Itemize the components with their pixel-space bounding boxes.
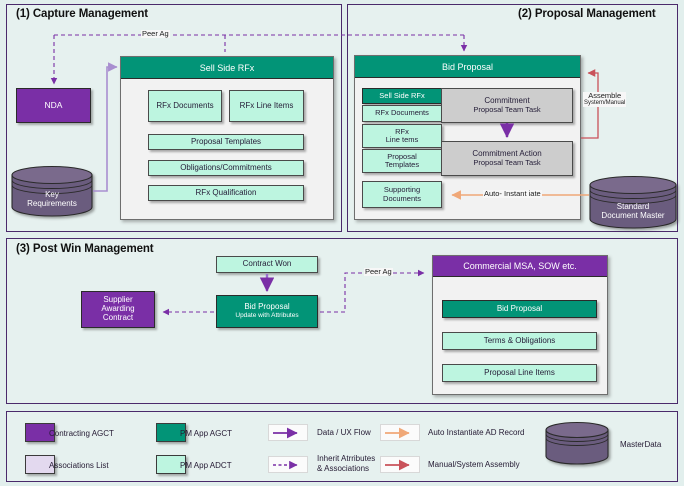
node-contract-won[interactable]: Contract Won bbox=[216, 256, 318, 273]
cylinder-standard-document-master[interactable]: Standard Document Master bbox=[589, 175, 677, 229]
edge-label-assemble-main: Assemble bbox=[588, 91, 622, 100]
legend-swatch-pm-app-adct bbox=[156, 455, 186, 474]
node-terms-obligations-label: Terms & Obligations bbox=[483, 335, 556, 345]
node-obligations-commitments[interactable]: Obligations/Commitments bbox=[148, 160, 304, 176]
node-commitment-action-task-line1: Commitment Action bbox=[472, 148, 542, 158]
legend-cylinder-masterdata-shape bbox=[545, 421, 609, 465]
card-bid-proposal-title: Bid Proposal bbox=[441, 61, 494, 72]
panel-post-win-management-title: (3) Post Win Management bbox=[16, 243, 154, 255]
node-rfx-line-items-2-label2: Line tems bbox=[385, 135, 419, 144]
legend-cylinder-masterdata bbox=[545, 421, 609, 465]
node-bid-proposal-update-line1: Bid Proposal bbox=[244, 302, 290, 312]
card-commercial-msa-header: Commercial MSA, SOW etc. bbox=[433, 256, 607, 277]
panel-proposal-management-title: (2) Proposal Management bbox=[518, 8, 656, 20]
node-supporting-documents[interactable]: Supporting Documents bbox=[362, 181, 442, 208]
node-rfx-qualification-label: RFx Qualification bbox=[195, 187, 257, 197]
edge-label-peer-ag-postwin: Peer Ag bbox=[364, 267, 393, 277]
node-supporting-documents-label2: Documents bbox=[383, 193, 421, 203]
card-bid-proposal-header: Bid Proposal bbox=[355, 56, 580, 78]
node-rfx-line-items-2-label1: RFx bbox=[395, 126, 409, 136]
node-rfx-line-items-2[interactable]: RFx Line tems bbox=[362, 124, 442, 148]
node-supplier-line1: Supplier bbox=[103, 295, 133, 305]
node-proposal-templates[interactable]: Proposal Templates bbox=[148, 134, 304, 150]
node-bid-proposal-update[interactable]: Bid Proposal Update with Attributes bbox=[216, 295, 318, 328]
edge-label-assemble: Assemble System/Manual bbox=[583, 91, 627, 107]
card-sell-side-rfx-header: Sell Side RFx bbox=[121, 57, 333, 79]
node-rfx-qualification[interactable]: RFx Qualification bbox=[148, 185, 304, 201]
node-sell-side-rfx-ref-label: Sell Side RFx bbox=[379, 90, 425, 100]
node-supplier-awarding-contract[interactable]: Supplier Awarding Contract bbox=[81, 291, 155, 328]
node-commitment-task-line1: Commitment bbox=[484, 95, 530, 105]
cylinder-key-requirements-shape bbox=[11, 165, 93, 217]
legend-label-inherit-attributes-line2: & Associations bbox=[317, 464, 370, 473]
node-rfx-line-items-label: RFx Line Items bbox=[239, 100, 294, 110]
node-nda[interactable]: NDA bbox=[16, 88, 91, 123]
node-supplier-line2: Awarding bbox=[101, 304, 135, 314]
node-bid-proposal-update-line2: Update with Attributes bbox=[235, 312, 299, 320]
legend-swatch-contracting-agct bbox=[25, 423, 55, 442]
node-proposal-templates-2[interactable]: Proposal Templates bbox=[362, 149, 442, 173]
legend-label-pm-app-adct: PM App ADCT bbox=[180, 461, 232, 470]
node-proposal-line-items[interactable]: Proposal Line Items bbox=[442, 364, 597, 382]
node-rfx-documents[interactable]: RFx Documents bbox=[148, 90, 222, 122]
legend-arrow-data-ux-flow-icon bbox=[273, 427, 298, 439]
node-supplier-line3: Contract bbox=[102, 312, 134, 322]
edge-label-auto-instantiate: Auto- Instant iate bbox=[483, 189, 542, 199]
legend-label-masterdata: MasterData bbox=[620, 440, 662, 449]
edge-label-peer-ag-top: Peer Ag bbox=[141, 29, 170, 39]
legend-arrow-manual-system-box bbox=[380, 456, 420, 473]
legend-arrow-auto-instantiate-icon bbox=[385, 427, 410, 439]
legend-label-inherit-attributes-line1: Inherit Atrributes bbox=[317, 454, 376, 463]
node-commitment-action-task-line2: Proposal Team Task bbox=[473, 157, 541, 167]
card-sell-side-rfx-title: Sell Side RFx bbox=[199, 62, 255, 73]
node-terms-obligations[interactable]: Terms & Obligations bbox=[442, 332, 597, 350]
node-rfx-documents-2[interactable]: RFx Documents bbox=[362, 105, 442, 122]
legend-label-pm-app-agct: PM App AGCT bbox=[180, 429, 233, 438]
edge-label-assemble-sub: System/Manual bbox=[584, 100, 626, 107]
legend-label-auto-instantiate: Auto Instantiate AD Record bbox=[428, 428, 525, 437]
node-proposal-line-items-label: Proposal Line Items bbox=[484, 367, 555, 377]
legend-arrow-inherit-attributes-icon bbox=[273, 460, 298, 470]
legend-label-associations-list: Associations List bbox=[49, 461, 109, 470]
cylinder-key-requirements[interactable]: Key Requirements bbox=[11, 165, 93, 217]
legend-swatch-pm-app-agct bbox=[156, 423, 186, 442]
node-sell-side-rfx-ref[interactable]: Sell Side RFx bbox=[362, 88, 442, 104]
node-msa-bid-proposal[interactable]: Bid Proposal bbox=[442, 300, 597, 318]
legend-arrow-auto-instantiate-box bbox=[380, 424, 420, 441]
node-msa-bid-proposal-label: Bid Proposal bbox=[496, 303, 543, 313]
legend-label-data-ux-flow: Data / UX Flow bbox=[317, 428, 371, 437]
legend-swatch-associations-list bbox=[25, 455, 55, 474]
legend-arrow-data-ux-flow-box bbox=[268, 424, 308, 441]
node-rfx-line-items[interactable]: RFx Line Items bbox=[229, 90, 304, 122]
legend-label-inherit-attributes: Inherit Atrributes & Associations bbox=[317, 454, 375, 474]
node-commitment-task-line2: Proposal Team Task bbox=[473, 104, 541, 114]
panel-capture-management-title: (1) Capture Management bbox=[16, 8, 148, 20]
card-commercial-msa-title: Commercial MSA, SOW etc. bbox=[463, 261, 577, 271]
legend-label-contracting-agct: Contracting AGCT bbox=[49, 429, 114, 438]
legend-arrow-manual-system-icon bbox=[385, 459, 410, 471]
node-proposal-templates-2-label1: Proposal bbox=[387, 151, 417, 161]
node-rfx-documents-2-label: RFx Documents bbox=[375, 108, 429, 118]
node-contract-won-label: Contract Won bbox=[242, 259, 292, 269]
node-commitment-task[interactable]: Commitment Proposal Team Task bbox=[441, 88, 573, 123]
legend-arrow-inherit-attributes-box bbox=[268, 456, 308, 473]
node-proposal-templates-2-label2: Templates bbox=[384, 160, 420, 169]
node-commitment-action-task[interactable]: Commitment Action Proposal Team Task bbox=[441, 141, 573, 176]
node-supporting-documents-label1: Supporting bbox=[383, 185, 421, 195]
node-rfx-documents-label: RFx Documents bbox=[156, 100, 214, 110]
cylinder-standard-document-master-shape bbox=[589, 175, 677, 229]
node-proposal-templates-label: Proposal Templates bbox=[190, 136, 262, 146]
node-nda-label: NDA bbox=[44, 99, 63, 110]
node-obligations-commitments-label: Obligations/Commitments bbox=[180, 162, 272, 172]
legend-label-manual-system: Manual/System Assembly bbox=[428, 460, 520, 469]
